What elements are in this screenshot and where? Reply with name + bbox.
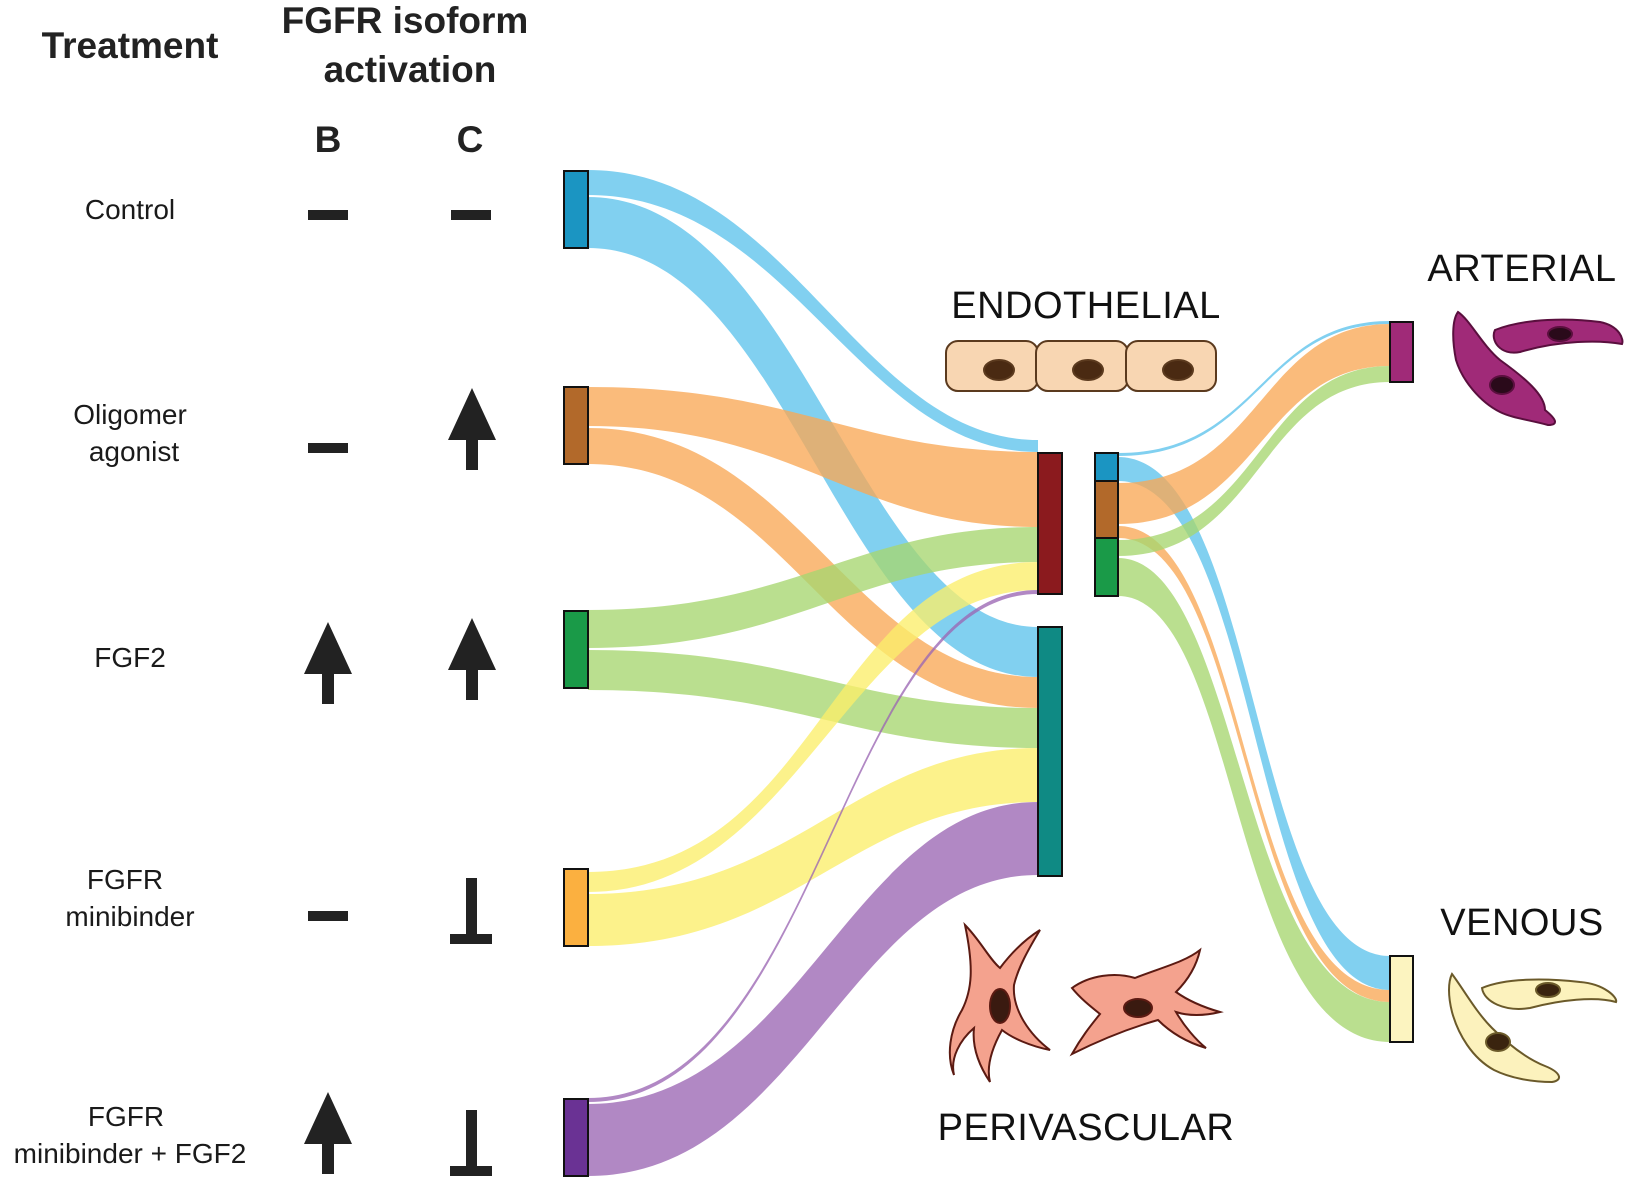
flow-fgf2-endothelial bbox=[588, 527, 1038, 648]
flow-oligomer-arterial bbox=[1118, 324, 1390, 524]
treatment-label-minibinder-line1: FGFR bbox=[87, 864, 163, 895]
subnode-fgf2 bbox=[1094, 537, 1119, 597]
isoform-header-line2: activation bbox=[324, 49, 497, 90]
treatment-label-oligomer-line1: Oligomer bbox=[73, 399, 187, 430]
no-change-mark-c-control bbox=[451, 210, 491, 220]
node-oligomer bbox=[563, 386, 589, 465]
no-change-mark-b-oligomer bbox=[308, 443, 348, 453]
up-arrow-icon-c-fgf2 bbox=[448, 618, 496, 700]
flow-minibinder-perivascular bbox=[588, 748, 1038, 946]
column-c-header: C bbox=[457, 119, 484, 160]
flow-control-venous bbox=[1118, 457, 1390, 990]
up-arrow-icon-c-oligomer bbox=[448, 388, 496, 470]
node-perivascular bbox=[1037, 626, 1063, 877]
treatment-label-combo-line2: minibinder + FGF2 bbox=[14, 1138, 247, 1169]
column-b-header: B bbox=[315, 119, 342, 160]
flow-combo-perivascular bbox=[588, 802, 1038, 1176]
node-control bbox=[563, 170, 589, 249]
endothelial-subnodes bbox=[1094, 452, 1119, 597]
treatment-flows bbox=[588, 170, 1038, 1176]
treatment-label-fgf2: FGF2 bbox=[94, 642, 166, 673]
subnode-oligomer bbox=[1094, 480, 1119, 539]
node-combo bbox=[563, 1098, 589, 1177]
arterial-cells-icon bbox=[1452, 310, 1624, 427]
up-arrow-icon-b-fgf2 bbox=[304, 622, 352, 704]
node-fgf2 bbox=[563, 610, 589, 689]
activation-symbols bbox=[304, 210, 496, 1176]
node-arterial bbox=[1389, 321, 1414, 383]
treatment-nodes bbox=[563, 170, 589, 1177]
isoform-header-line1: FGFR isoform bbox=[282, 0, 529, 41]
node-venous bbox=[1389, 955, 1414, 1043]
flow-oligomer-perivascular bbox=[588, 428, 1038, 708]
inhibit-icon-c-minibinder bbox=[450, 878, 492, 944]
node-endothelial bbox=[1037, 452, 1063, 595]
treatment-label-combo-line1: FGFR bbox=[88, 1101, 164, 1132]
treatment-header: Treatment bbox=[42, 25, 219, 66]
up-arrow-icon-b-combo bbox=[304, 1092, 352, 1174]
treatment-label-minibinder-line2: minibinder bbox=[65, 901, 194, 932]
endothelial-cells-icon bbox=[945, 340, 1217, 392]
venous-cells-icon bbox=[1448, 972, 1618, 1084]
treatment-label-oligomer-line2: agonist bbox=[89, 436, 180, 467]
treatment-label-control: Control bbox=[85, 194, 175, 225]
endothelial-label: ENDOTHELIAL bbox=[951, 285, 1220, 327]
treatment-labels: Control Oligomer agonist FGF2 FGFR minib… bbox=[14, 194, 247, 1169]
no-change-mark-b-minibinder bbox=[308, 911, 348, 921]
flow-control-endothelial bbox=[588, 170, 1038, 452]
venous-label: VENOUS bbox=[1440, 902, 1603, 944]
inhibit-icon-c-combo bbox=[450, 1110, 492, 1176]
no-change-mark-b-control bbox=[308, 210, 348, 220]
subnode-control bbox=[1094, 452, 1119, 482]
arterial-label: ARTERIAL bbox=[1427, 248, 1616, 290]
flow-fgf2-arterial bbox=[1118, 366, 1390, 556]
node-minibinder bbox=[563, 868, 589, 947]
flow-minibinder-endothelial bbox=[588, 562, 1038, 892]
fate-flows bbox=[1118, 321, 1390, 1042]
flow-oligomer-endothelial bbox=[588, 387, 1038, 527]
perivascular-label: PERIVASCULAR bbox=[938, 1107, 1235, 1149]
perivascular-cells-icon bbox=[948, 921, 1224, 1083]
flow-fgf2-perivascular bbox=[588, 650, 1038, 748]
